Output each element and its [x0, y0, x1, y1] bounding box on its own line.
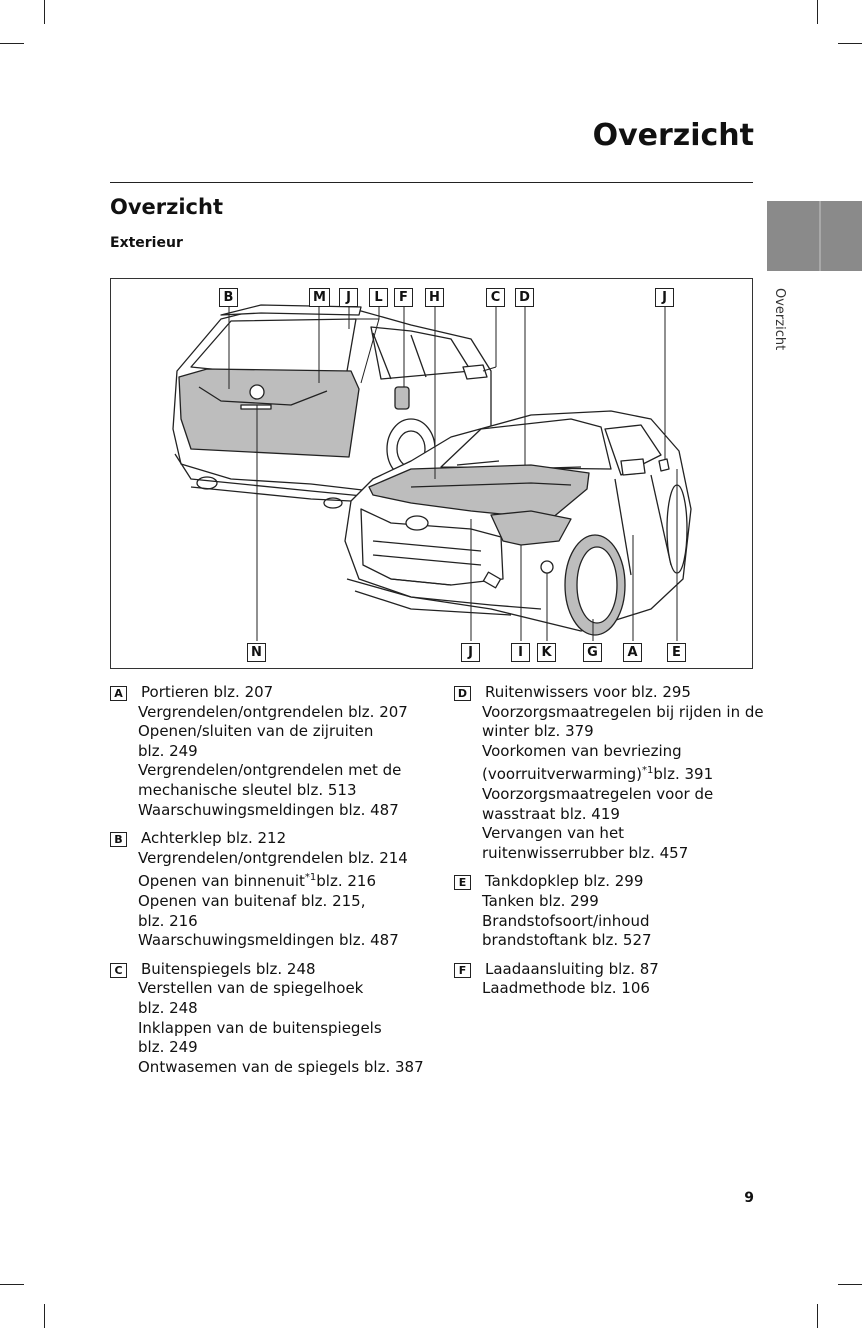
item-line: Waarschuwingsmeldingen blz. 487 [138, 800, 399, 819]
section-subtitle: Exterieur [110, 235, 183, 251]
item-line: Vergrendelen/ontgrendelen blz. 207 [138, 702, 408, 721]
crop-mark [0, 43, 24, 44]
callout-label: A [623, 643, 642, 662]
item-line: brandstoftank blz. 527 [482, 931, 652, 950]
item-line: Vergrendelen/ontgrendelen blz. 214 [138, 848, 408, 867]
callout-label: J [655, 288, 674, 307]
item-key: C [110, 962, 127, 978]
crop-mark [838, 43, 862, 44]
crop-mark [0, 1284, 24, 1285]
item-key: B [110, 832, 127, 848]
callout-label: N [247, 643, 266, 662]
crop-mark [838, 1284, 862, 1285]
page-number: 9 [744, 1190, 754, 1206]
item-key: E [454, 875, 471, 891]
item-e: E Tankdopklep blz. 299 Tanken blz. 299 B… [454, 872, 754, 950]
item-line: blz. 249 [138, 741, 198, 760]
footnote-marker: *1 [304, 872, 317, 884]
crop-mark [44, 1304, 45, 1328]
callout-label: J [339, 288, 358, 307]
item-d: D Ruitenwissers voor blz. 295 Voorzorgsm… [454, 683, 764, 863]
header-rule [110, 182, 753, 183]
item-f: F Laadaansluiting blz. 87 Laadmethode bl… [454, 960, 754, 999]
section-title: Overzicht [110, 195, 223, 219]
item-line: ruitenwisserrubber blz. 457 [482, 843, 689, 862]
item-line: Laadaansluiting blz. 87 [485, 959, 659, 978]
item-line: Openen van buitenaf blz. 215, [138, 891, 366, 910]
callout-label: J [461, 643, 480, 662]
callout-label: D [515, 288, 534, 307]
item-line: Verstellen van de spiegelhoek [138, 979, 364, 998]
car-illustration [172, 304, 692, 641]
crop-mark [817, 0, 818, 24]
crop-mark [44, 0, 45, 24]
item-line: Tankdopklep blz. 299 [485, 872, 644, 891]
item-line: blz. 249 [138, 1038, 198, 1057]
callout-label: H [425, 288, 444, 307]
item-line: mechanische sleutel blz. 513 [138, 780, 357, 799]
item-key: A [110, 686, 127, 701]
item-line: Brandstofsoort/inhoud [482, 911, 650, 930]
callout-label: E [667, 643, 686, 662]
item-key: F [454, 962, 471, 978]
crop-mark [817, 1304, 818, 1328]
item-line: Openen van binnenuit*1blz. 216 [138, 872, 377, 891]
callout-label: M [309, 288, 330, 307]
item-c: C Buitenspiegels blz. 248 Verstellen van… [110, 960, 430, 1078]
items-left-column: A Portieren blz. 207 Vergrendelen/ontgre… [110, 683, 430, 1086]
item-b: B Achterklep blz. 212 Vergrendelen/ontgr… [110, 829, 430, 951]
item-line: Vervangen van het [482, 824, 625, 843]
item-line: Laadmethode blz. 106 [482, 979, 650, 998]
callout-label: G [583, 643, 602, 662]
callout-label: B [219, 288, 238, 307]
callout-label: K [537, 643, 556, 662]
item-line: Inklappen van de buitenspiegels [138, 1018, 382, 1037]
item-line: Tanken blz. 299 [482, 891, 599, 910]
chapter-title: Overzicht [592, 118, 754, 153]
callout-label: F [394, 288, 413, 307]
item-line: (voorruitverwarming)*1blz. 391 [482, 765, 714, 784]
item-line: Ontwasemen van de spiegels blz. 387 [138, 1057, 424, 1076]
item-line: Ruitenwissers voor blz. 295 [485, 683, 691, 701]
item-line: Voorzorgsmaatregelen bij rijden in de [482, 702, 764, 721]
item-a: A Portieren blz. 207 Vergrendelen/ontgre… [110, 683, 430, 820]
footnote-marker: *1 [642, 765, 654, 777]
item-line: Buitenspiegels blz. 248 [141, 959, 316, 978]
chapter-tab-label: Overzicht [772, 288, 787, 351]
item-line: Voorkomen van bevriezing [482, 741, 682, 760]
callout-label: C [486, 288, 505, 307]
item-line: Openen/sluiten van de zijruiten [138, 722, 374, 741]
item-line: Vergrendelen/ontgrendelen met de [138, 761, 402, 780]
item-line: blz. 216 [138, 911, 198, 930]
item-line: Waarschuwingsmeldingen blz. 487 [138, 931, 399, 950]
item-line: blz. 248 [138, 998, 198, 1017]
item-line: wasstraat blz. 419 [482, 804, 620, 823]
callout-label: I [511, 643, 530, 662]
exterior-figure: B M J L F H C D J N J I K G A E [110, 278, 753, 669]
item-line: Achterklep blz. 212 [141, 829, 287, 848]
items-right-column: D Ruitenwissers voor blz. 295 Voorzorgsm… [454, 683, 764, 1008]
item-line: Portieren blz. 207 [141, 683, 274, 701]
item-line: Voorzorgsmaatregelen voor de [482, 784, 714, 803]
item-line: winter blz. 379 [482, 722, 594, 741]
callout-label: L [369, 288, 388, 307]
chapter-tab [767, 201, 862, 271]
item-key: D [454, 686, 471, 701]
